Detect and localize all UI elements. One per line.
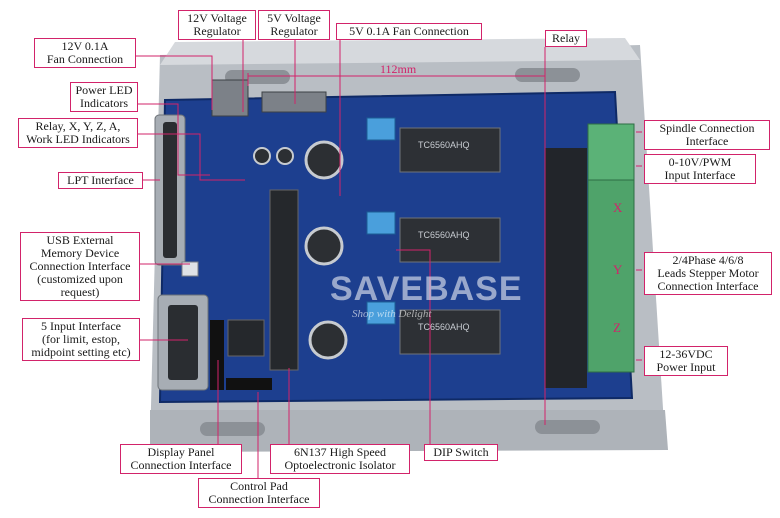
- callout-line: DIP Switch: [433, 445, 489, 459]
- lpt-connector-pins: [163, 122, 177, 258]
- display-header: [210, 320, 224, 390]
- callout-control-pad: Control Pad Connection Interface: [198, 478, 320, 508]
- dimension-label: 112mm: [380, 62, 417, 76]
- isolator-chips: [269, 189, 299, 371]
- callout-line: midpoint setting etc): [31, 345, 131, 359]
- callout-line: (customized upon: [37, 272, 123, 286]
- callout-line: Connection Interface: [29, 259, 131, 273]
- callout-line: Relay: [552, 31, 580, 45]
- callout-5v-fan: 5V 0.1A Fan Connection: [336, 23, 482, 40]
- dip-switch: [366, 117, 396, 141]
- capacitor: [304, 226, 344, 266]
- callout-line: Regulator: [193, 24, 241, 38]
- regulator-5v: [261, 91, 327, 113]
- callout-line: (for limit, estop,: [42, 332, 120, 346]
- axis-label-y: Y: [613, 262, 623, 277]
- callout-dip-switch: DIP Switch: [424, 444, 498, 461]
- callout-line: Work LED Indicators: [26, 132, 130, 146]
- chip-label: TC6560AHQ: [418, 322, 470, 332]
- callout-line: Relay, X, Y, Z, A,: [35, 119, 121, 133]
- control-pad-header: [226, 378, 272, 390]
- heatsink-slot: [200, 422, 265, 436]
- usb-port: [181, 261, 199, 277]
- dip-switch: [366, 211, 396, 235]
- callout-line: Control Pad: [230, 479, 288, 493]
- callout-usb: USB External Memory Device Connection In…: [20, 232, 140, 301]
- callout-power-led: Power LED Indicators: [70, 82, 138, 112]
- callout-line: Power Input: [656, 360, 716, 374]
- callout-spindle: Spindle Connection Interface: [644, 120, 770, 150]
- regulator-12v: [211, 79, 249, 117]
- small-capacitor: [276, 147, 294, 165]
- chip-label: TC6560AHQ: [418, 140, 470, 150]
- heatsink-bottom-rail: [150, 410, 668, 452]
- callout-line: 0-10V/PWM: [668, 155, 732, 169]
- watermark-subtitle: Shop with Delight: [352, 308, 432, 320]
- callout-line: 6N137 High Speed: [294, 445, 386, 459]
- callout-line: LPT Interface: [67, 173, 134, 187]
- callout-line: Leads Stepper Motor: [657, 266, 759, 280]
- callout-isolator: 6N137 High Speed Optoelectronic Isolator: [270, 444, 410, 474]
- callout-line: 2/4Phase 4/6/8: [672, 253, 744, 267]
- callout-line: 12-36VDC: [659, 347, 713, 361]
- callout-line: Connection Interface: [208, 492, 310, 506]
- callout-stepper: 2/4Phase 4/6/8 Leads Stepper Motor Conne…: [644, 252, 772, 295]
- callout-5v-regulator: 5V Voltage Regulator: [258, 10, 330, 40]
- callout-line: Interface: [685, 134, 729, 148]
- callout-relay: Relay: [545, 30, 587, 47]
- small-capacitor: [253, 147, 271, 165]
- input-connector-pins: [168, 305, 198, 380]
- dip-switch: [366, 301, 396, 325]
- axis-label-x: X: [613, 200, 623, 215]
- mcu-chip: [227, 319, 265, 357]
- callout-line: Fan Connection: [46, 52, 124, 66]
- callout-12v-fan: 12V 0.1A Fan Connection: [34, 38, 136, 68]
- callout-power-input: 12-36VDC Power Input: [644, 346, 728, 376]
- callout-line: 5V 0.1A Fan Connection: [349, 24, 469, 38]
- callout-line: Connection Interface: [130, 458, 232, 472]
- callout-pwm: 0-10V/PWM Input Interface: [644, 154, 756, 184]
- callout-line: USB External: [46, 233, 114, 247]
- axis-label-z: Z: [613, 320, 621, 335]
- callout-line: Display Panel: [147, 445, 215, 459]
- callout-line: 5V Voltage: [267, 11, 321, 25]
- callout-line: Memory Device: [40, 246, 120, 260]
- callout-5-input: 5 Input Interface (for limit, estop, mid…: [22, 318, 140, 361]
- capacitor: [304, 140, 344, 180]
- callout-line: Spindle Connection: [659, 121, 755, 135]
- callout-line: 12V Voltage: [187, 11, 247, 25]
- callout-line: 5 Input Interface: [41, 319, 121, 333]
- heatsink-top-rail: [160, 38, 640, 65]
- heatsink-slot: [515, 68, 580, 82]
- callout-line: Input Interface: [664, 168, 736, 182]
- heatsink-slot: [535, 420, 600, 434]
- watermark: SAVEBASE: [330, 270, 523, 308]
- output-component-column: [545, 148, 587, 388]
- callout-line: Indicators: [80, 96, 128, 110]
- callout-line: Connection Interface: [657, 279, 759, 293]
- capacitor: [308, 320, 348, 360]
- callout-lpt: LPT Interface: [58, 172, 143, 189]
- callout-line: 12V 0.1A: [61, 39, 109, 53]
- callout-12v-regulator: 12V Voltage Regulator: [178, 10, 256, 40]
- driver-chip-z: [399, 309, 501, 355]
- leader-lines: [136, 40, 642, 478]
- driver-chip-x: [399, 127, 501, 173]
- callout-line: Power LED: [75, 83, 133, 97]
- driver-chip-y: [399, 217, 501, 263]
- callout-line: request): [60, 285, 100, 299]
- callout-line: Regulator: [270, 24, 318, 38]
- chip-label: TC6560AHQ: [418, 230, 470, 240]
- spindle-terminal: [587, 123, 635, 181]
- callout-line: Optoelectronic Isolator: [284, 458, 396, 472]
- callout-relay-led: Relay, X, Y, Z, A, Work LED Indicators: [18, 118, 138, 148]
- callout-display-panel: Display Panel Connection Interface: [120, 444, 242, 474]
